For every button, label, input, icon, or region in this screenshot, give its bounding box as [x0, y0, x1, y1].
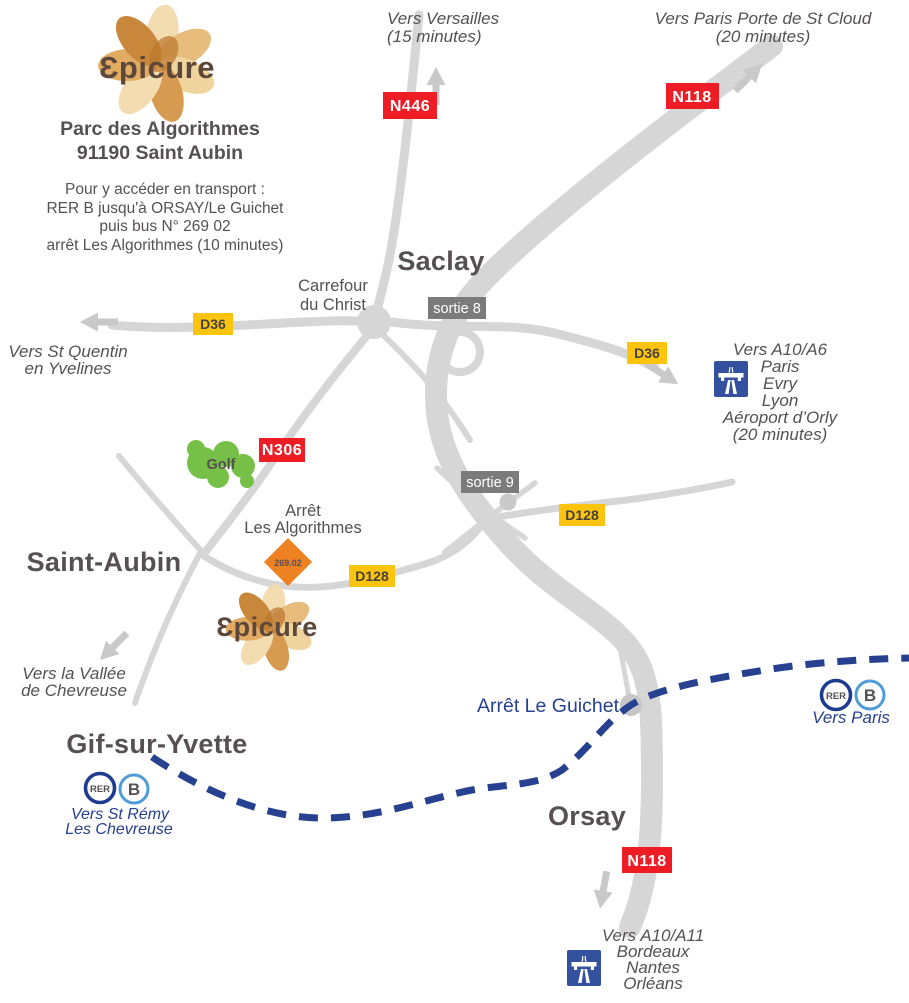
- epicure-logo-top: Ɛpicure: [97, 2, 220, 126]
- svg-text:D128: D128: [565, 507, 599, 523]
- town-saclay: Saclay: [397, 246, 484, 276]
- dest-a10-a6-line: Vers A10/A6: [733, 340, 828, 359]
- badge-n306: N306: [259, 438, 305, 462]
- landmark-labels: Carrefour du Christ Arrêt Les Algorithme…: [244, 277, 368, 537]
- info-panel: Parc des Algorithmes 91190 Saint Aubin P…: [46, 118, 284, 254]
- arrow-down-a10-a11-icon: [590, 869, 617, 911]
- town-saint-aubin: Saint-Aubin: [27, 547, 182, 577]
- svg-text:N446: N446: [390, 98, 430, 115]
- motorway-sign-a10-a11: [567, 950, 601, 986]
- line-b-icon-paris: [854, 679, 886, 711]
- transit-labels: Vers St Rémy Les Chevreuse Vers Paris Ar…: [65, 678, 890, 838]
- svg-text:N118: N118: [672, 89, 711, 106]
- badge-n446: N446: [383, 92, 437, 119]
- road-d36-west: [107, 316, 364, 332]
- badge-d128-west: D128: [349, 565, 395, 587]
- svg-text:N118: N118: [627, 853, 666, 870]
- dest-chevreuse-line1: Vers la Vallée: [22, 664, 126, 683]
- dest-chevreuse-line2: de Chevreuse: [21, 681, 127, 700]
- motorway-sign-a10-a6: [714, 361, 748, 397]
- svg-text:N306: N306: [262, 442, 302, 459]
- destination-labels: Vers Versailles (15 minutes) Vers Paris …: [8, 9, 872, 993]
- badge-d128-east: D128: [559, 504, 605, 526]
- arrow-downleft-chevreuse-icon: [93, 626, 134, 667]
- rer-icon-paris: [819, 678, 853, 712]
- ramp-sortie9-b: [442, 480, 538, 555]
- site-title-line1: Parc des Algorithmes: [60, 118, 260, 140]
- svg-text:sortie 8: sortie 8: [433, 301, 481, 317]
- svg-text:D128: D128: [355, 568, 389, 584]
- dest-a10-a6-line: Lyon: [762, 391, 799, 410]
- road-saint-aubin-south: [132, 550, 203, 706]
- rer-dest-paris: Vers Paris: [812, 708, 890, 727]
- golf-area: Golf: [187, 440, 255, 488]
- dest-paris-st-cloud-line2: (20 minutes): [716, 27, 810, 46]
- interchange-loop-sortie8: [436, 328, 484, 376]
- badge-sortie-8: sortie 8: [428, 297, 486, 319]
- bus-269-02-marker: 269.02: [263, 537, 313, 587]
- dest-a10-a11-line: Vers A10/A11: [602, 926, 704, 945]
- dest-a10-a6-line: (20 minutes): [733, 425, 827, 444]
- town-orsay: Orsay: [548, 801, 626, 831]
- carrefour-du-christ-line1: Carrefour: [298, 277, 368, 295]
- line-b-icon-gif: [118, 773, 150, 805]
- svg-text:sortie 9: sortie 9: [466, 475, 514, 491]
- roundabout-carrefour-du-christ: [357, 305, 391, 339]
- golf-label: Golf: [207, 457, 236, 473]
- ramp-sortie9-a: [434, 465, 528, 541]
- dest-a10-a11-line: Bordeaux: [617, 942, 690, 961]
- dest-st-quentin-line2: en Yvelines: [25, 359, 112, 378]
- dest-a10-a6-line: Aéroport d’Orly: [722, 408, 839, 427]
- badge-d36-west: D36: [193, 313, 233, 335]
- dest-paris-st-cloud-line1: Vers Paris Porte de St Cloud: [655, 9, 872, 28]
- road-badges: N446 N118 N306 N118 D36 D36 D128 D128: [193, 83, 719, 873]
- arret-le-guichet-label: Arrêt Le Guichet: [477, 695, 620, 717]
- dest-a10-a11-line: Orléans: [623, 974, 683, 993]
- svg-text:D36: D36: [634, 345, 660, 361]
- badge-n118-north: N118: [666, 83, 719, 109]
- site-title-line2: 91190 Saint Aubin: [77, 142, 243, 164]
- svg-text:D36: D36: [200, 316, 226, 332]
- transport-info-line: puis bus N° 269 02: [99, 218, 230, 235]
- rer-b-line: [150, 654, 909, 822]
- road-n446: [371, 10, 424, 321]
- rer-dest-st-remy-line1: Vers St Rémy: [71, 806, 170, 823]
- dest-a10-a6-line: Paris: [761, 357, 800, 376]
- town-labels: Saclay Saint-Aubin Gif-sur-Yvette Orsay: [27, 246, 626, 831]
- dest-a10-a6-line: Evry: [763, 374, 799, 393]
- town-gif-sur-yvette: Gif-sur-Yvette: [66, 729, 247, 759]
- road-d128-east: [483, 478, 736, 523]
- arret-les-algorithmes-line1: Arrêt: [285, 502, 321, 520]
- dest-a10-a11-line: Nantes: [626, 958, 680, 977]
- transport-info-line: Pour y accéder en transport :: [65, 181, 265, 198]
- badge-sortie-9: sortie 9: [461, 471, 519, 493]
- epicure-brand-text: Ɛpicure: [99, 50, 215, 85]
- transport-info-line: arrêt Les Algorithmes (10 minutes): [47, 237, 284, 254]
- road-saint-aubin-northwest: [116, 453, 206, 556]
- badge-d36-east: D36: [627, 342, 667, 364]
- epicure-logo-map: Ɛpicure: [216, 582, 317, 674]
- sortie9-node: [499, 493, 517, 511]
- carrefour-du-christ-line2: du Christ: [300, 296, 366, 314]
- epicure-brand-text: Ɛpicure: [216, 612, 317, 642]
- badge-n118-south: N118: [622, 847, 672, 873]
- rer-icon-gif: [83, 771, 117, 805]
- bus-line-number: 269.02: [274, 558, 302, 568]
- arret-les-algorithmes-line2: Les Algorithmes: [244, 519, 361, 537]
- dest-st-quentin-line1: Vers St Quentin: [8, 342, 127, 361]
- transport-info-line: RER B jusqu'à ORSAY/Le Guichet: [46, 200, 284, 217]
- road-d36-east: [387, 317, 660, 373]
- ramp-roundabout-n118: [377, 329, 473, 443]
- rer-dest-st-remy-line2: Les Chevreuse: [65, 821, 173, 838]
- dest-versailles-line2: (15 minutes): [387, 27, 481, 46]
- dest-versailles-line1: Vers Versailles: [387, 9, 500, 28]
